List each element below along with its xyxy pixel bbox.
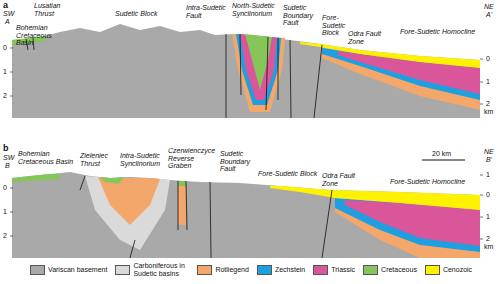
legend: Variscan basement Carboniferous in Sudeti… (30, 262, 472, 277)
triassic (240, 34, 277, 100)
map-label: Intra-Sudetic Synclinorium (120, 152, 165, 167)
cretaceous (178, 181, 186, 186)
legend-swatch (197, 265, 212, 275)
axis-label: 0 (3, 44, 7, 52)
map-label: Bohemian Cretaceous Basin (18, 150, 76, 165)
legend-text: Zechstein (275, 266, 305, 274)
cenozoic (300, 42, 480, 68)
map-label: Fore-Sudetic Homocline (390, 178, 465, 186)
map-label: NE (484, 148, 494, 156)
legend-text: Rotliegend (215, 266, 248, 274)
legend-item: Variscan basement (30, 265, 107, 275)
zechstein (236, 34, 281, 105)
axis-label: 2 (486, 100, 490, 108)
legend-text: Variscan basement (48, 266, 107, 274)
map-label: Fore-Sudetic Homocline (400, 28, 475, 36)
legend-swatch (257, 265, 272, 275)
rotliegend (232, 34, 285, 112)
map-label: Bohemian Cretaceous Basin (16, 24, 62, 47)
legend-swatch (30, 265, 45, 275)
map-label: A' (486, 11, 492, 19)
faults (80, 176, 332, 258)
legend-swatch (115, 265, 130, 275)
legend-swatch (425, 265, 440, 275)
depth-ticks (10, 175, 483, 239)
axis-label: 1 (3, 68, 7, 76)
legend-text: Cenozoic (443, 266, 472, 274)
map-label: North-Sudetic Synclinorium (232, 2, 280, 17)
legend-swatch (313, 265, 328, 275)
panel-letter: a (3, 1, 8, 11)
map-label: Sudetic Block (115, 10, 157, 18)
legend-item: Zechstein (257, 265, 305, 275)
faults (26, 34, 322, 118)
map-label: Sudetic Boundary Fault (283, 4, 319, 27)
map-label: Sudetic Boundary Fault (220, 150, 256, 173)
legend-text: Cretaceous (381, 266, 417, 274)
axis-label: 1 (3, 208, 7, 216)
axis-label: 1 (486, 171, 490, 179)
map-label: B' (486, 156, 492, 164)
map-label: Odra Fault Zone (348, 30, 388, 45)
map-label: Intra-Sudetic Fault (186, 4, 230, 19)
map-label: SW (3, 10, 14, 18)
legend-item: Rotliegend (197, 265, 248, 275)
basement (12, 172, 480, 258)
rotliegend (98, 177, 160, 225)
axis-label: km (484, 108, 493, 116)
axis-label: km (484, 243, 493, 251)
legend-text: Triassic (331, 266, 355, 274)
map-label: Czerwienczyce Reverse Graben (168, 147, 218, 170)
map-label: Fore-Sudetic Block (258, 170, 317, 178)
rotliegend (178, 181, 186, 225)
map-label: Odra Fault Zone (322, 172, 358, 187)
cretaceous (100, 177, 125, 184)
legend-item: Triassic (313, 265, 355, 275)
map-label: A (5, 18, 10, 26)
cretaceous (12, 174, 60, 182)
map-label: Lusatian Thrust (34, 2, 72, 17)
panel-letter: b (3, 144, 9, 154)
axis-label: 0 (486, 55, 490, 63)
legend-item: Cenozoic (425, 265, 472, 275)
map-label: Zieleniec Thrust (80, 152, 116, 167)
legend-item: Cretaceous (363, 265, 417, 275)
axis-label: 1 (486, 213, 490, 221)
map-label: SW (3, 154, 14, 162)
scale-bar (422, 159, 465, 160)
axis-label: 2 (3, 92, 7, 100)
map-label: B (5, 162, 10, 170)
axis-label: 0 (486, 191, 490, 199)
axis-label: 1 (486, 78, 490, 86)
axis-label: 20 km (432, 150, 451, 158)
legend-swatch (363, 265, 378, 275)
cenozoic (270, 186, 480, 210)
basement (12, 24, 480, 118)
axis-label: 2 (3, 232, 7, 240)
legend-item: Carboniferous in Sudetic basins (115, 262, 189, 277)
axis-label: 0 (3, 184, 7, 192)
carboniferous (85, 176, 170, 250)
legend-text: Carboniferous in Sudetic basins (133, 262, 189, 277)
depth-ticks (10, 48, 483, 104)
map-label: NE (484, 3, 494, 11)
axis-label: 2 (486, 235, 490, 243)
